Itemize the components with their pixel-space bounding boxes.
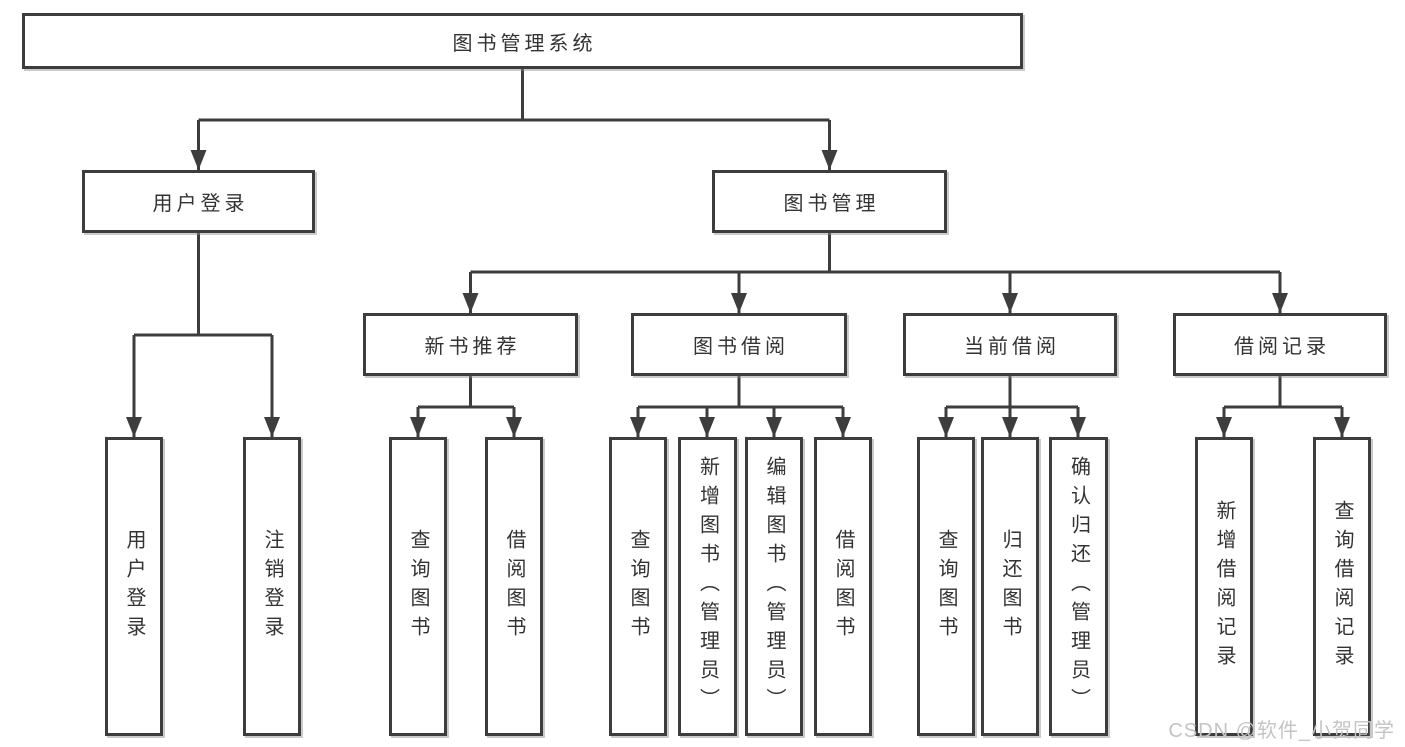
node-label: 当前借阅 xyxy=(964,336,1060,358)
leaf-query-books-borrowing: 查询图书 xyxy=(609,437,667,736)
node-label: 新增借阅记录 xyxy=(1213,499,1235,674)
node-book-management-module: 图书管理 xyxy=(712,170,947,233)
watermark: CSDN @软件_小贺同学 xyxy=(1168,720,1395,742)
leaf-confirm-return-admin: 确认归还（管理员） xyxy=(1049,437,1108,736)
leaf-add-book-admin: 新增图书（管理员） xyxy=(678,437,737,736)
node-label: 编辑图书（管理员） xyxy=(763,456,785,717)
node-label: 查询图书 xyxy=(935,528,957,645)
leaf-query-books-current: 查询图书 xyxy=(917,437,975,736)
node-label: 借阅图书 xyxy=(503,528,525,645)
leaf-return-book: 归还图书 xyxy=(981,437,1039,736)
leaf-edit-book-admin: 编辑图书（管理员） xyxy=(745,437,803,736)
leaf-query-books-recommend: 查询图书 xyxy=(389,437,447,736)
leaf-logout: 注销登录 xyxy=(243,437,301,736)
node-label: 新增图书（管理员） xyxy=(696,456,719,717)
leaf-user-login: 用户登录 xyxy=(105,437,163,736)
node-current-borrowing: 当前借阅 xyxy=(903,313,1117,376)
node-label: 借阅图书 xyxy=(832,528,854,645)
node-label: 查询借阅记录 xyxy=(1331,499,1353,674)
node-label: 用户登录 xyxy=(123,528,145,645)
node-label: 注销登录 xyxy=(261,528,283,645)
node-label: 新书推荐 xyxy=(424,336,521,358)
node-new-book-recommend: 新书推荐 xyxy=(363,313,578,376)
node-library-system: 图书管理系统 xyxy=(22,13,1023,69)
node-user-login-module: 用户登录 xyxy=(82,170,315,233)
leaf-borrow-books-recommend: 借阅图书 xyxy=(485,437,543,736)
leaf-borrow-books-borrowing: 借阅图书 xyxy=(814,437,872,736)
node-label: 图书借阅 xyxy=(693,336,789,358)
node-label: 归还图书 xyxy=(999,528,1021,645)
node-label: 图书管理 xyxy=(783,193,880,215)
node-label: 图书管理系统 xyxy=(452,32,597,55)
leaf-add-borrow-record: 新增借阅记录 xyxy=(1195,437,1253,736)
node-label: 查询图书 xyxy=(627,528,649,645)
node-label: 借阅记录 xyxy=(1234,336,1330,358)
node-label: 用户登录 xyxy=(152,193,249,215)
node-label: 确认归还（管理员） xyxy=(1067,456,1090,717)
node-borrowing-records: 借阅记录 xyxy=(1173,313,1387,376)
leaf-query-borrow-record: 查询借阅记录 xyxy=(1313,437,1371,736)
node-label: 查询图书 xyxy=(407,528,429,645)
node-book-borrowing: 图书借阅 xyxy=(631,313,847,376)
